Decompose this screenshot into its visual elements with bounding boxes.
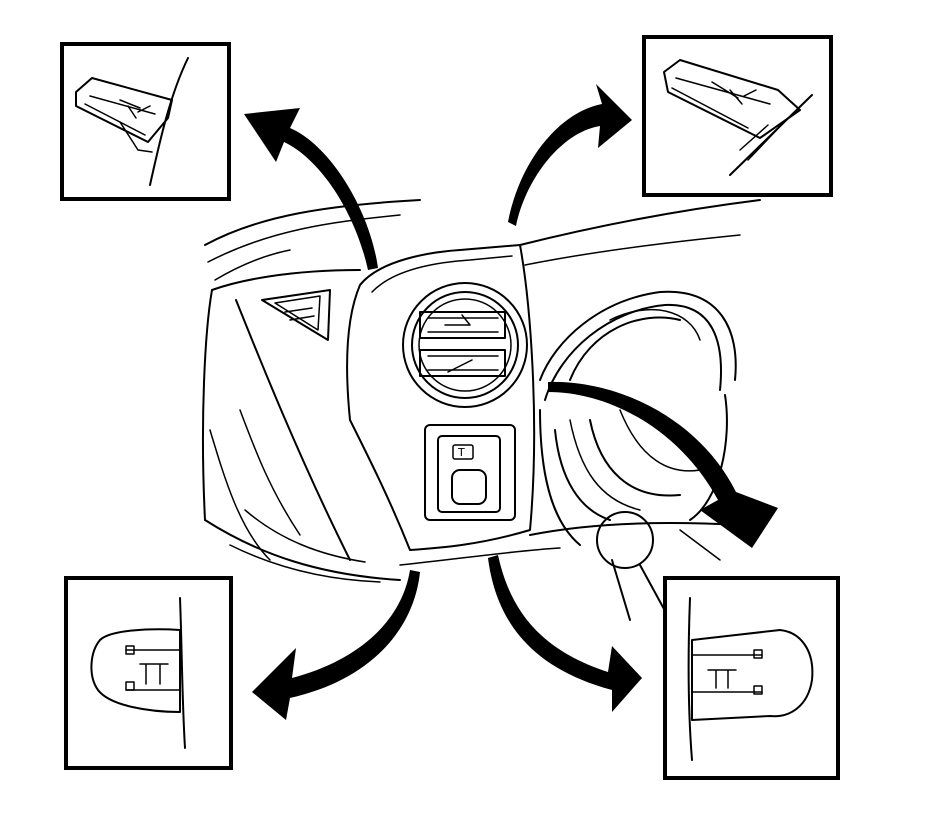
arrow-top-left-icon	[244, 108, 378, 270]
arrow-top-right-icon	[508, 84, 632, 226]
arrow-cluster-icon	[548, 381, 778, 548]
removal-arrows	[244, 84, 778, 720]
detail-view-bottom-left	[64, 576, 233, 770]
arrow-bottom-left-icon	[252, 570, 420, 720]
dashboard-illustration: T	[201, 199, 761, 621]
detail-view-bottom-right	[663, 576, 840, 780]
detail-view-top-left	[60, 42, 231, 201]
switch-glyph: T	[457, 446, 465, 459]
detail-view-top-right	[642, 35, 833, 197]
arrow-bottom-right-icon	[488, 555, 642, 712]
